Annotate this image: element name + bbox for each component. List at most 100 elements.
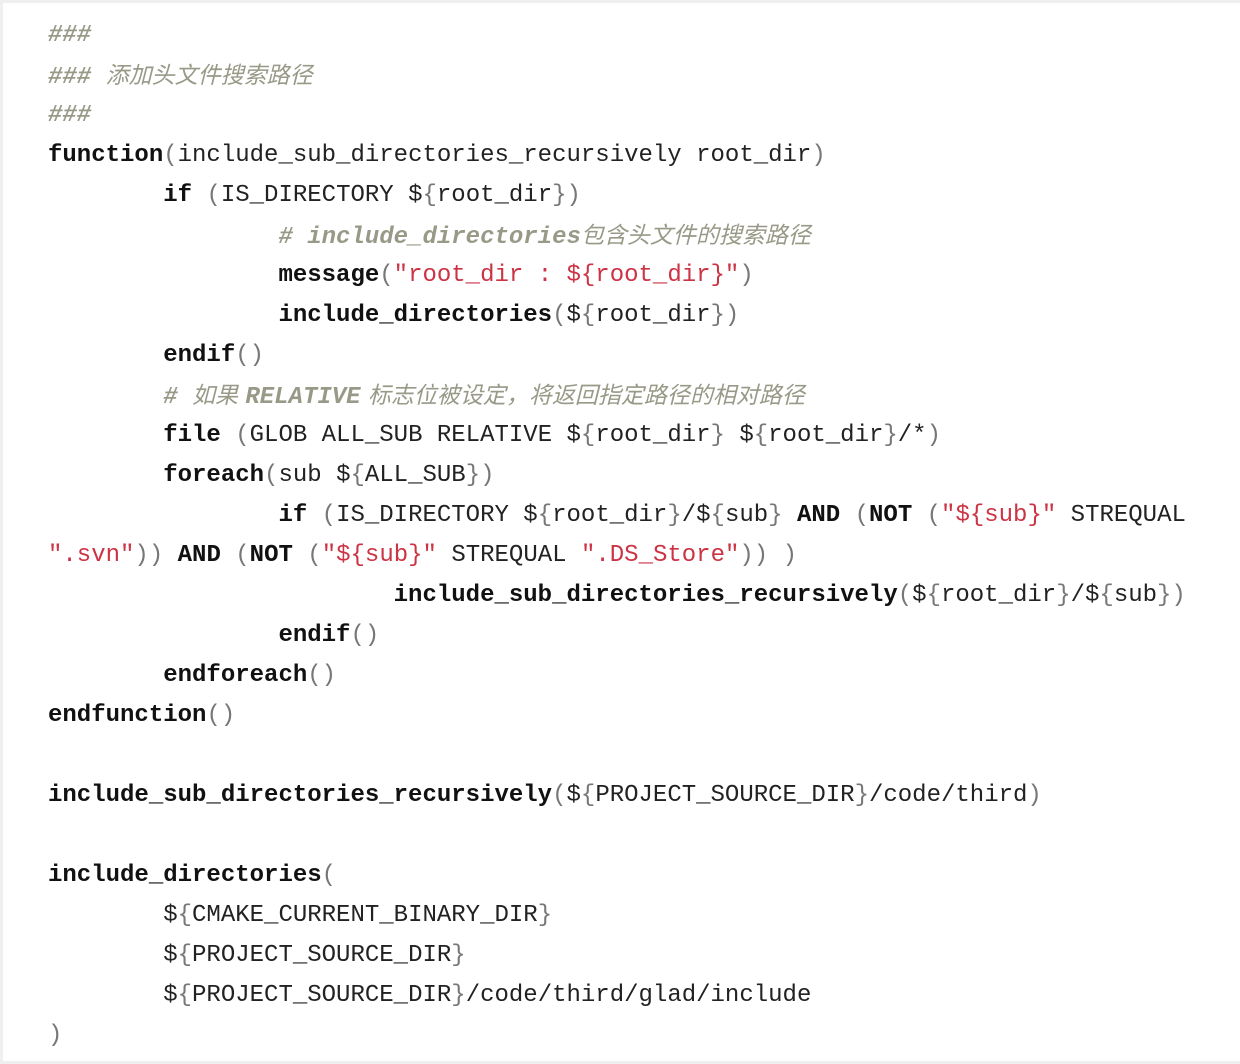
text-token — [912, 502, 926, 529]
keyword-token: if — [163, 182, 193, 209]
text-token — [48, 302, 278, 329]
comment-token: # include_directories — [278, 224, 581, 251]
text-token — [293, 542, 307, 569]
punctuation-token: { — [177, 902, 193, 929]
text-token: ALL_SUB — [364, 462, 466, 489]
code-line: include_sub_directories_recursively(${PR… — [48, 776, 1186, 816]
text-token — [48, 582, 394, 609]
punctuation-token: { — [422, 182, 437, 209]
punctuation-token: ) — [48, 1022, 63, 1049]
punctuation-token: () — [206, 702, 236, 729]
text-token: /$ — [681, 502, 711, 529]
punctuation-token: }) — [465, 462, 495, 489]
punctuation-token: } — [768, 502, 783, 529]
code-line: include_directories( — [48, 856, 1186, 896]
text-token: PROJECT_SOURCE_DIR — [595, 782, 855, 809]
punctuation-token: }) — [552, 182, 581, 209]
code-line: endforeach() — [48, 656, 1186, 696]
string-token: "root_dir : ${root_dir}" — [393, 262, 740, 289]
keyword-token: endif — [278, 622, 351, 649]
keyword-token: foreach — [163, 462, 265, 489]
punctuation-token: } — [710, 422, 725, 449]
punctuation-token: { — [926, 582, 941, 609]
punctuation-token: ) — [782, 542, 798, 569]
code-line: ### — [48, 96, 1186, 136]
punctuation-token: } — [667, 502, 682, 529]
string-token: ".svn" — [48, 542, 135, 569]
text-token: $ — [566, 302, 581, 329]
text-token — [48, 384, 163, 411]
punctuation-token: () — [235, 342, 265, 369]
comment-token: RELATIVE — [245, 384, 361, 411]
text-token: IS_DIRECTORY $ — [336, 502, 538, 529]
text-token: /* — [897, 422, 927, 449]
text-token — [783, 502, 797, 529]
text-token: /code/third — [868, 782, 1028, 809]
punctuation-token: { — [710, 502, 725, 529]
comment-token: 标志位被设定，将返回指定路径的相对路径 — [360, 383, 805, 409]
punctuation-token: ) — [926, 422, 941, 449]
punctuation-token: } — [451, 982, 466, 1009]
punctuation-token: ( — [379, 262, 394, 289]
code-line: ### — [48, 16, 1186, 56]
text-token: $ — [566, 782, 581, 809]
code-line: foreach(sub ${ALL_SUB}) — [48, 456, 1186, 496]
text-token: PROJECT_SOURCE_DIR — [192, 982, 452, 1009]
punctuation-token: () — [307, 662, 337, 689]
punctuation-token: { — [1099, 582, 1114, 609]
text-token: IS_DIRECTORY $ — [220, 182, 423, 209]
keyword-token: message — [278, 262, 380, 289]
code-line: include_directories(${root_dir}) — [48, 296, 1186, 336]
punctuation-token: } — [883, 422, 898, 449]
keyword-token: endforeach — [163, 662, 308, 689]
text-token — [48, 422, 163, 449]
comment-token: 添加头文件搜索路径 — [105, 63, 313, 89]
keyword-token: NOT — [869, 502, 913, 529]
punctuation-token: ( — [163, 142, 178, 169]
text-token: STREQUAL — [436, 542, 581, 569]
text-token — [192, 182, 206, 209]
comment-token: 包含头文件的搜索路径 — [580, 223, 811, 249]
code-line: # 如果 RELATIVE 标志位被设定，将返回指定路径的相对路径 — [48, 376, 1186, 416]
punctuation-token: } — [1056, 582, 1071, 609]
text-token — [48, 622, 278, 649]
comment-token: # — [163, 384, 193, 411]
comment-token: ### — [48, 64, 106, 91]
punctuation-token: { — [177, 982, 193, 1009]
code-line: endif() — [48, 336, 1186, 376]
comment-token: ### — [48, 22, 92, 49]
text-token: root_dir — [595, 422, 711, 449]
string-token: ".DS_Store" — [580, 542, 740, 569]
punctuation-token: ( — [552, 782, 567, 809]
keyword-token: include_directories — [278, 302, 553, 329]
text-token: STREQUAL — [1056, 502, 1186, 529]
code-line: message("root_dir : ${root_dir}") — [48, 256, 1186, 296]
punctuation-token: { — [537, 502, 553, 529]
text-token — [48, 662, 163, 689]
keyword-token: include_sub_directories_recursively — [393, 582, 898, 609]
keyword-token: function — [48, 142, 164, 169]
punctuation-token: ) — [739, 262, 754, 289]
punctuation-token: ( — [264, 462, 279, 489]
code-line: ".svn")) AND (NOT ("${sub}" STREQUAL ".D… — [48, 536, 1186, 576]
text-token: CMAKE_CURRENT_BINARY_DIR — [192, 902, 538, 929]
keyword-token: endif — [163, 342, 236, 369]
text-token: root_dir — [768, 422, 884, 449]
code-line: if (IS_DIRECTORY ${root_dir}) — [48, 176, 1186, 216]
keyword-token: AND — [177, 542, 221, 569]
punctuation-token: ( — [206, 182, 221, 209]
text-token: $ — [48, 982, 178, 1009]
code-line: endfunction() — [48, 696, 1186, 736]
punctuation-token: }) — [710, 302, 740, 329]
code-line: endif() — [48, 616, 1186, 656]
code-line: include_sub_directories_recursively(${ro… — [48, 576, 1186, 616]
punctuation-token: { — [580, 302, 596, 329]
text-token: PROJECT_SOURCE_DIR — [192, 942, 452, 969]
comment-token: 如果 — [192, 383, 246, 409]
text-token: /$ — [1070, 582, 1100, 609]
text-token — [48, 342, 163, 369]
text-token — [48, 502, 278, 529]
text-token — [48, 182, 163, 209]
text-token: root_dir — [595, 302, 711, 329]
string-token: "${sub}" — [941, 502, 1057, 529]
